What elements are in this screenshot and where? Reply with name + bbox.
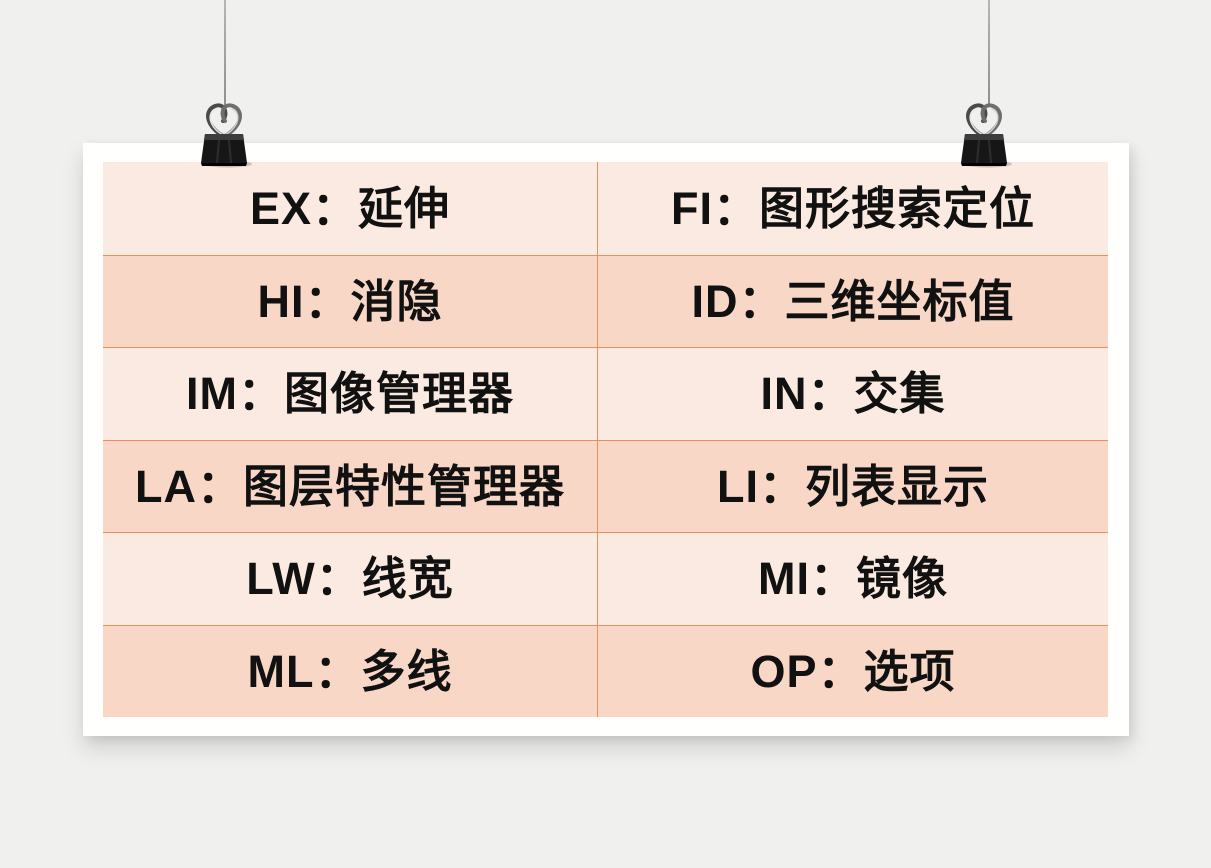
cell-ml: ML：多线 (103, 624, 597, 717)
binder-clip-icon (201, 103, 252, 168)
cell-in: IN：交集 (597, 347, 1108, 440)
cell-li: LI：列表显示 (597, 439, 1108, 532)
hanging-string-right (988, 0, 990, 106)
cell-hi: HI：消隐 (103, 254, 597, 347)
cell-id: ID：三维坐标值 (597, 254, 1108, 347)
cell-op: OP：选项 (597, 624, 1108, 717)
binder-clip-icon (961, 103, 1012, 168)
cell-la: LA：图层特性管理器 (103, 439, 597, 532)
cell-mi: MI：镜像 (597, 532, 1108, 625)
poster-card: EX：延伸 FI：图形搜索定位 HI：消隐 ID：三维坐标值 IM：图像管理器 … (83, 143, 1129, 736)
hanging-string-left (224, 0, 226, 106)
shortcut-table: EX：延伸 FI：图形搜索定位 HI：消隐 ID：三维坐标值 IM：图像管理器 … (103, 162, 1108, 717)
cell-im: IM：图像管理器 (103, 347, 597, 440)
cell-lw: LW：线宽 (103, 532, 597, 625)
cell-fi: FI：图形搜索定位 (597, 162, 1108, 255)
cell-ex: EX：延伸 (103, 162, 597, 255)
